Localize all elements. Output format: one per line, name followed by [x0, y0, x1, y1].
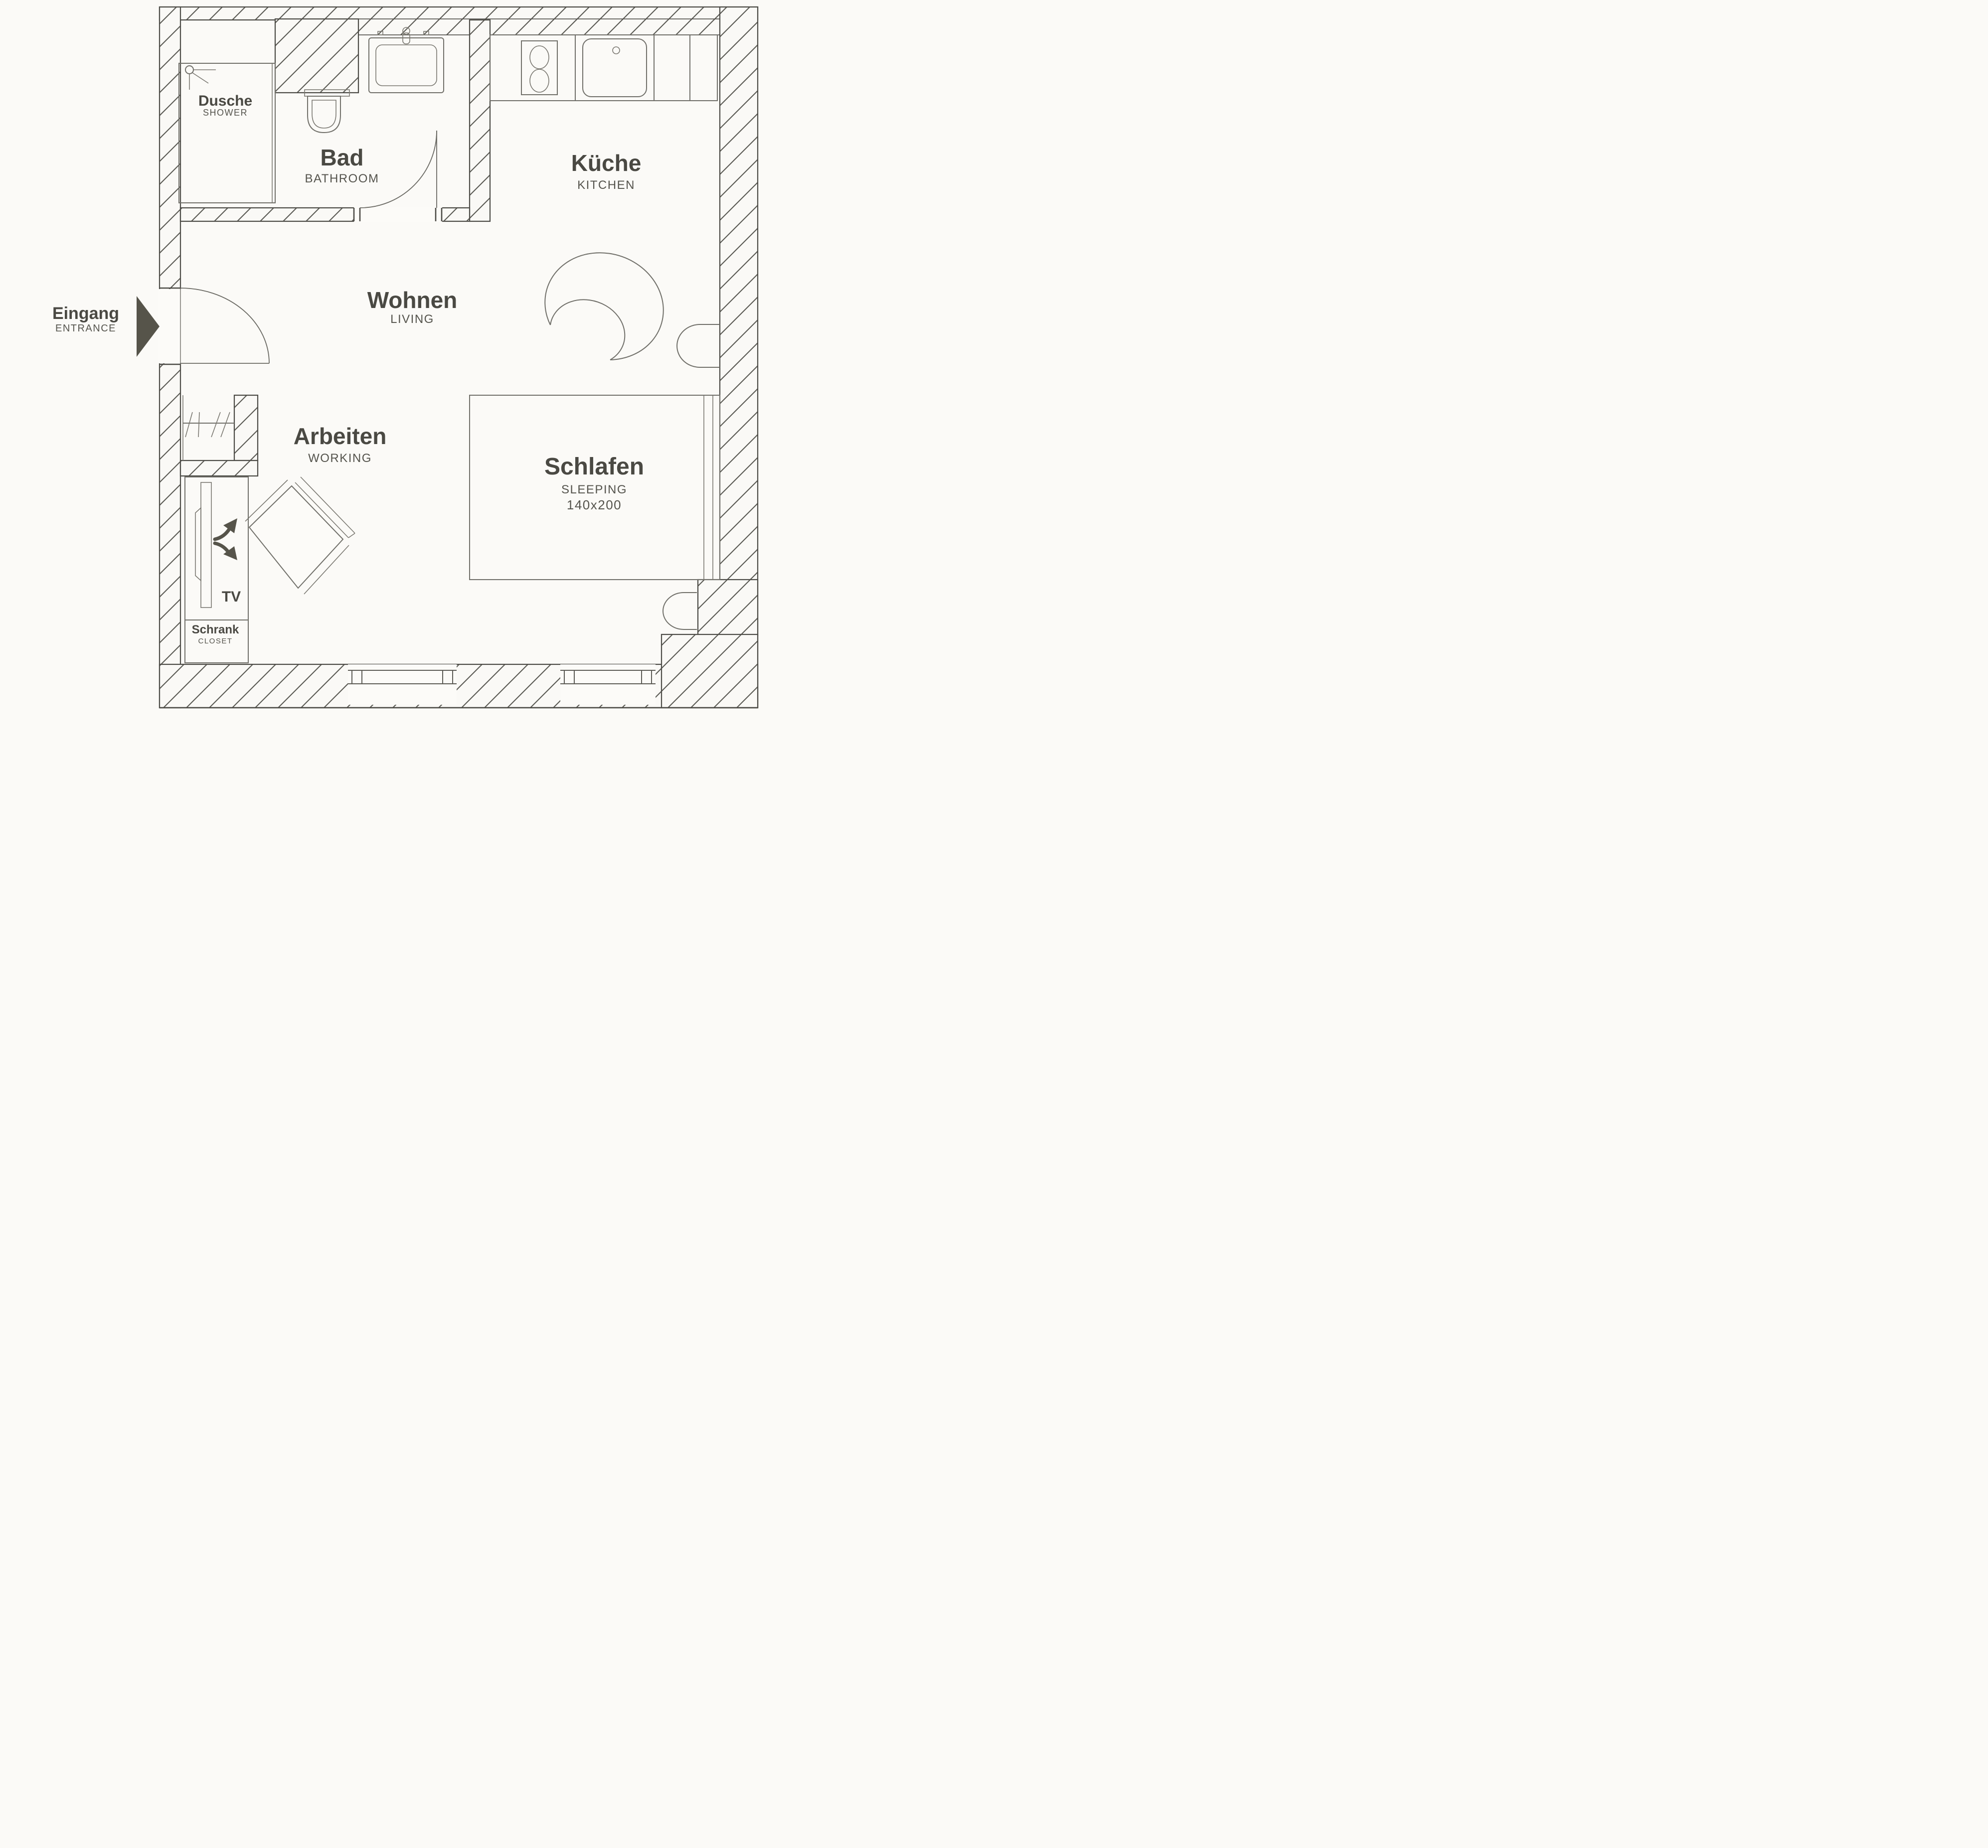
tv-swivel-arrows-icon [213, 518, 237, 560]
entrance-door-swing-icon [180, 288, 270, 364]
wall-block-bottom-right [661, 633, 759, 709]
wall-shaft-above-toilet [274, 18, 359, 94]
label-schrank: Schrank [192, 623, 239, 636]
label-dusche: Dusche [198, 93, 252, 109]
wall-top [159, 6, 759, 21]
window-1-post-right [442, 670, 453, 684]
window-2 [560, 664, 656, 705]
kitchen-sink-icon [582, 38, 647, 97]
desk-chair-icon [245, 476, 355, 595]
label-entrance: ENTRANCE [55, 323, 116, 334]
entrance-door [158, 287, 270, 365]
window-1-opening [348, 664, 457, 705]
entrance-arrow-icon [137, 296, 160, 357]
label-shower: SHOWER [203, 108, 248, 118]
entrance-opening [158, 289, 181, 363]
label-bed-size: 140x200 [567, 497, 622, 512]
wall-bathroom-kitchen [469, 19, 491, 222]
counter-outline [490, 34, 718, 101]
wardrobe-niche [182, 395, 234, 461]
label-arbeiten: Arbeiten [294, 423, 387, 449]
label-working: WORKING [308, 452, 372, 465]
sink-wall-tick [377, 31, 383, 35]
tv-mount [200, 482, 212, 608]
bed-icon [469, 395, 720, 580]
walls [159, 6, 759, 709]
tv-unit [184, 476, 249, 663]
hanger-hooks [185, 412, 230, 438]
label-living: LIVING [390, 312, 434, 326]
floor-plan-drawing: Dusche SHOWER Bad BATHROOM Küche KITCHEN… [52, 6, 759, 709]
label-kitchen: KITCHEN [577, 178, 635, 192]
window-2-post-right [641, 670, 652, 684]
wall-top-thick-strip [358, 18, 758, 35]
nightstand-icon [676, 324, 720, 368]
label-sleeping: SLEEPING [561, 483, 627, 496]
armchair-icon [544, 252, 664, 360]
floor-plan-page: Dusche SHOWER Bad BATHROOM Küche KITCHEN… [0, 0, 782, 727]
label-wohnen: Wohnen [367, 287, 458, 313]
label-tv: TV [222, 589, 241, 605]
nightstand-icon [663, 592, 697, 630]
bathroom-door-opening [354, 207, 442, 222]
window-2-post-left [564, 670, 575, 684]
wall-bottom [159, 663, 759, 709]
niche-pillar [233, 394, 259, 462]
stove-icon [521, 40, 558, 95]
shower-head-icon [185, 65, 216, 90]
label-kueche: Küche [571, 150, 642, 176]
labels: Dusche SHOWER Bad BATHROOM Küche KITCHEN… [52, 93, 644, 645]
shower-tray [178, 63, 276, 203]
bathroom-sink-icon [368, 27, 444, 93]
sink-wall-tick [423, 31, 429, 35]
niche-bottom-band [179, 460, 259, 477]
window-1 [348, 664, 457, 705]
label-closet: CLOSET [198, 637, 232, 645]
window-1-post-left [351, 670, 362, 684]
kitchen-counter [490, 34, 718, 101]
label-eingang: Eingang [52, 304, 119, 323]
label-bathroom: BATHROOM [305, 172, 379, 185]
tv-icon [195, 507, 201, 582]
tv-cabinet [184, 476, 249, 663]
window-2-opening [560, 664, 656, 705]
wall-block-right [697, 579, 759, 636]
bathroom-door [353, 130, 443, 222]
label-schlafen: Schlafen [544, 454, 644, 480]
bathroom-door-swing-icon [359, 130, 437, 208]
label-bad: Bad [321, 145, 364, 170]
toilet-icon [304, 89, 350, 134]
bathroom-fixtures [178, 27, 444, 203]
